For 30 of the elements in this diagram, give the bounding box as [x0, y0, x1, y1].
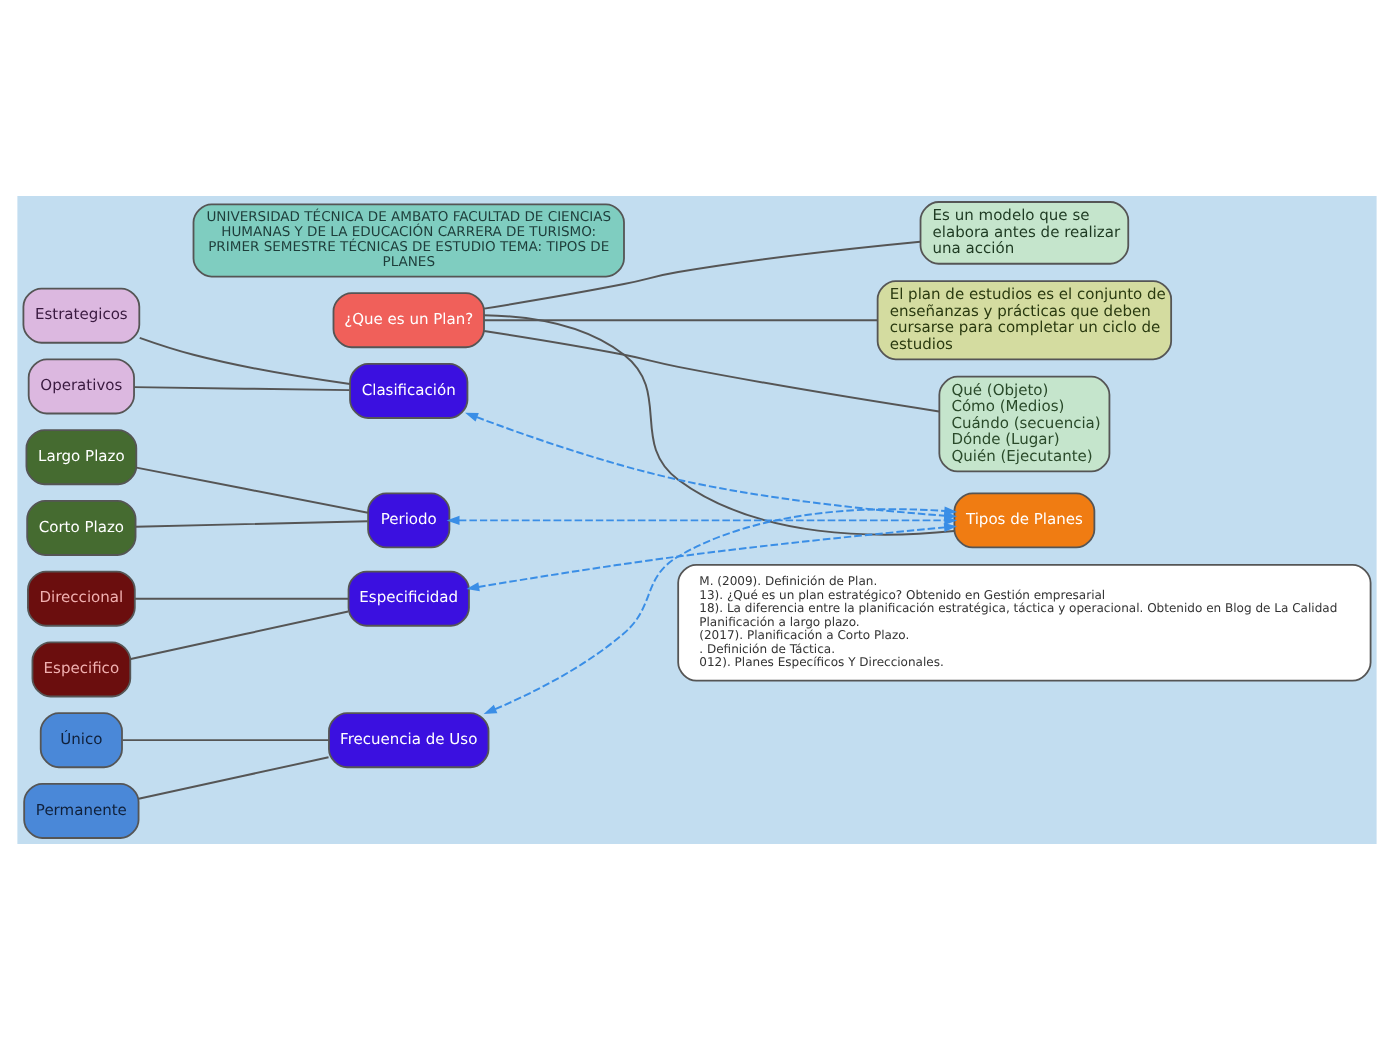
connector — [137, 756, 330, 800]
connector — [135, 466, 369, 514]
node-box: Tipos de Planes — [953, 492, 1096, 549]
node-box: Es un modelo que se elabora antes de realizar una acción — [919, 201, 1130, 265]
node-box: Clasificación — [349, 362, 469, 419]
connector — [129, 610, 350, 660]
node-box: Estrategicos — [22, 287, 141, 344]
connector — [483, 330, 941, 413]
node-box: Permanente — [23, 782, 140, 839]
arrow — [446, 515, 958, 525]
node-box: Único — [39, 712, 123, 769]
node-box: Qué (Objeto) Cómo (Medios) Cuándo (secuencia) Dónde (Lugar) Quién (Ejecutante) — [938, 375, 1111, 473]
node-box: Especificidad — [347, 570, 470, 627]
node-box: Direccional — [27, 570, 136, 627]
connector — [133, 386, 351, 392]
connector — [483, 319, 879, 322]
connector — [138, 336, 351, 385]
node-box: Corto Plazo — [26, 499, 137, 556]
node-box: ¿Que es un Plan? — [332, 292, 485, 349]
node-box: Operativos — [27, 358, 135, 415]
connector — [134, 597, 350, 600]
node-box: Periodo — [367, 492, 451, 549]
node-box: Especifico — [31, 641, 132, 698]
connector — [134, 520, 369, 528]
node-box: Largo Plazo — [25, 429, 138, 486]
connector — [121, 739, 330, 742]
node-box: Frecuencia de Uso — [328, 712, 490, 769]
arrow — [466, 522, 958, 592]
node-box: El plan de estudios es el conjunto de enseñanzas y prácticas que deben cursarse para completar un ciclo de estudios — [876, 280, 1173, 361]
connector — [483, 240, 922, 310]
